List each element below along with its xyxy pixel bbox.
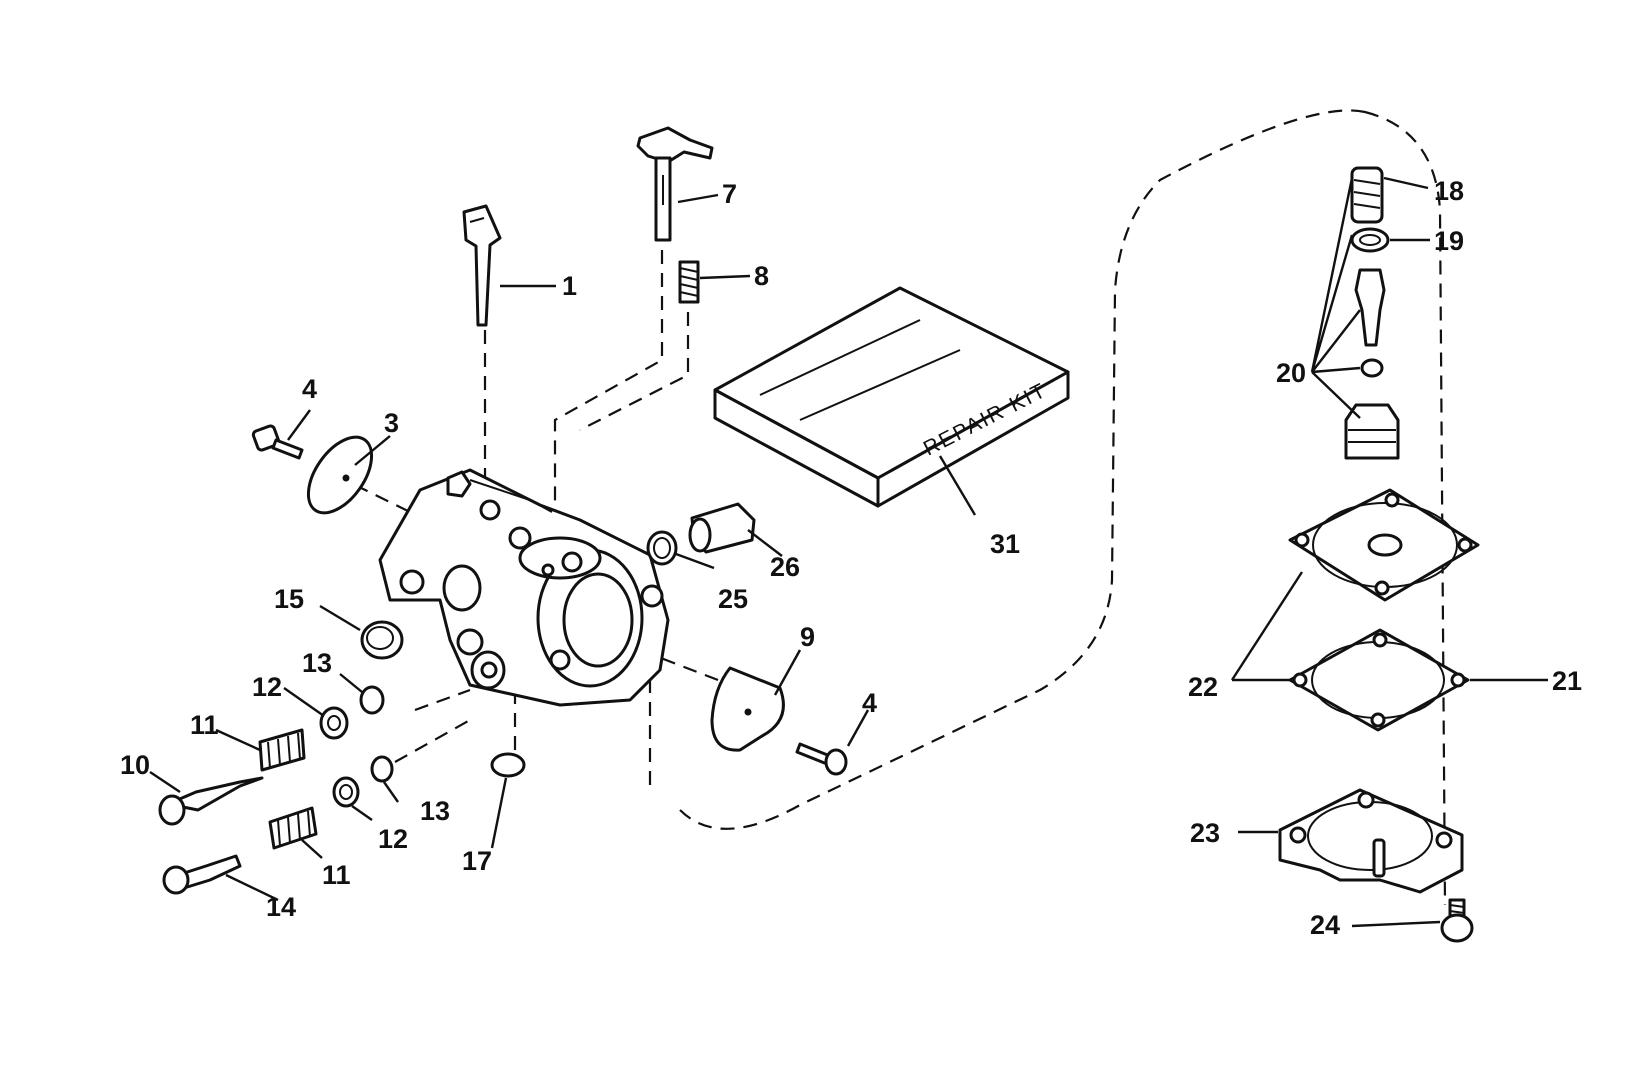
part-11-spring-lower (268, 806, 318, 850)
part-14-main-needle (162, 854, 242, 895)
part-26-inlet-fitting (688, 502, 756, 554)
part-24-drain-screw (1440, 898, 1474, 943)
label-7: 7 (722, 179, 737, 209)
label-10: 10 (120, 750, 150, 780)
repair-kit-boundary (648, 109, 1447, 906)
part-22-diaphragm (1288, 488, 1480, 602)
part-labels: 1 7 8 4 3 4 9 15 13 12 11 10 13 12 11 14… (120, 176, 1582, 940)
part-18-spring (1350, 166, 1384, 224)
leader-lines (149, 176, 1548, 928)
label-14: 14 (266, 892, 296, 922)
part-3-throttle-plate (306, 435, 374, 515)
label-8: 8 (754, 261, 769, 291)
label-31: 31 (990, 529, 1020, 559)
part-1-throttle-shaft (462, 204, 502, 327)
label-18: 18 (1434, 176, 1464, 206)
label-4-lower: 4 (862, 688, 877, 718)
part-20-inlet-needle (1354, 268, 1386, 347)
label-23: 23 (1190, 818, 1220, 848)
carburetor-body (378, 468, 670, 707)
assembly-lines (354, 250, 719, 763)
part-12-ring-upper (319, 706, 349, 740)
part-21-gasket (1288, 628, 1470, 732)
part-10-idle-needle (158, 776, 264, 826)
part-13-washer-upper (359, 685, 385, 715)
label-25: 25 (718, 584, 748, 614)
part-15-welch-plug (360, 620, 404, 660)
part-17-plug (490, 752, 526, 778)
label-12-lower: 12 (378, 824, 408, 854)
part-11-spring-upper (258, 728, 306, 772)
label-15: 15 (274, 584, 304, 614)
part-19-gasket (1350, 227, 1390, 253)
part-7-choke-shaft (636, 126, 714, 242)
part-9-choke-plate (710, 666, 785, 752)
label-19: 19 (1434, 226, 1464, 256)
part-25-seal-ring (646, 530, 678, 566)
label-20: 20 (1276, 358, 1306, 388)
label-3: 3 (384, 408, 399, 438)
part-8-spring (678, 260, 700, 304)
part-23-diaphragm-cover (1278, 788, 1464, 894)
part-4-screw-upper (251, 424, 304, 460)
label-1: 1 (562, 271, 577, 301)
label-9: 9 (800, 622, 815, 652)
label-26: 26 (770, 552, 800, 582)
part-20-seat-washer (1360, 358, 1384, 378)
part-13-washer-lower (370, 755, 394, 783)
part-4-screw-lower (795, 742, 848, 776)
label-11-lower: 11 (322, 860, 351, 890)
label-4-upper: 4 (302, 374, 317, 404)
part-12-ring-lower (332, 776, 360, 808)
label-21: 21 (1552, 666, 1582, 696)
label-22: 22 (1188, 672, 1218, 702)
label-13-lower: 13 (420, 796, 450, 826)
label-12-upper: 12 (252, 672, 282, 702)
label-11-upper: 11 (190, 710, 219, 740)
part-31-repair-kit: REPAIR KIT (713, 286, 1070, 508)
label-13-upper: 13 (302, 648, 332, 678)
label-24: 24 (1310, 910, 1340, 940)
label-17: 17 (462, 846, 492, 876)
